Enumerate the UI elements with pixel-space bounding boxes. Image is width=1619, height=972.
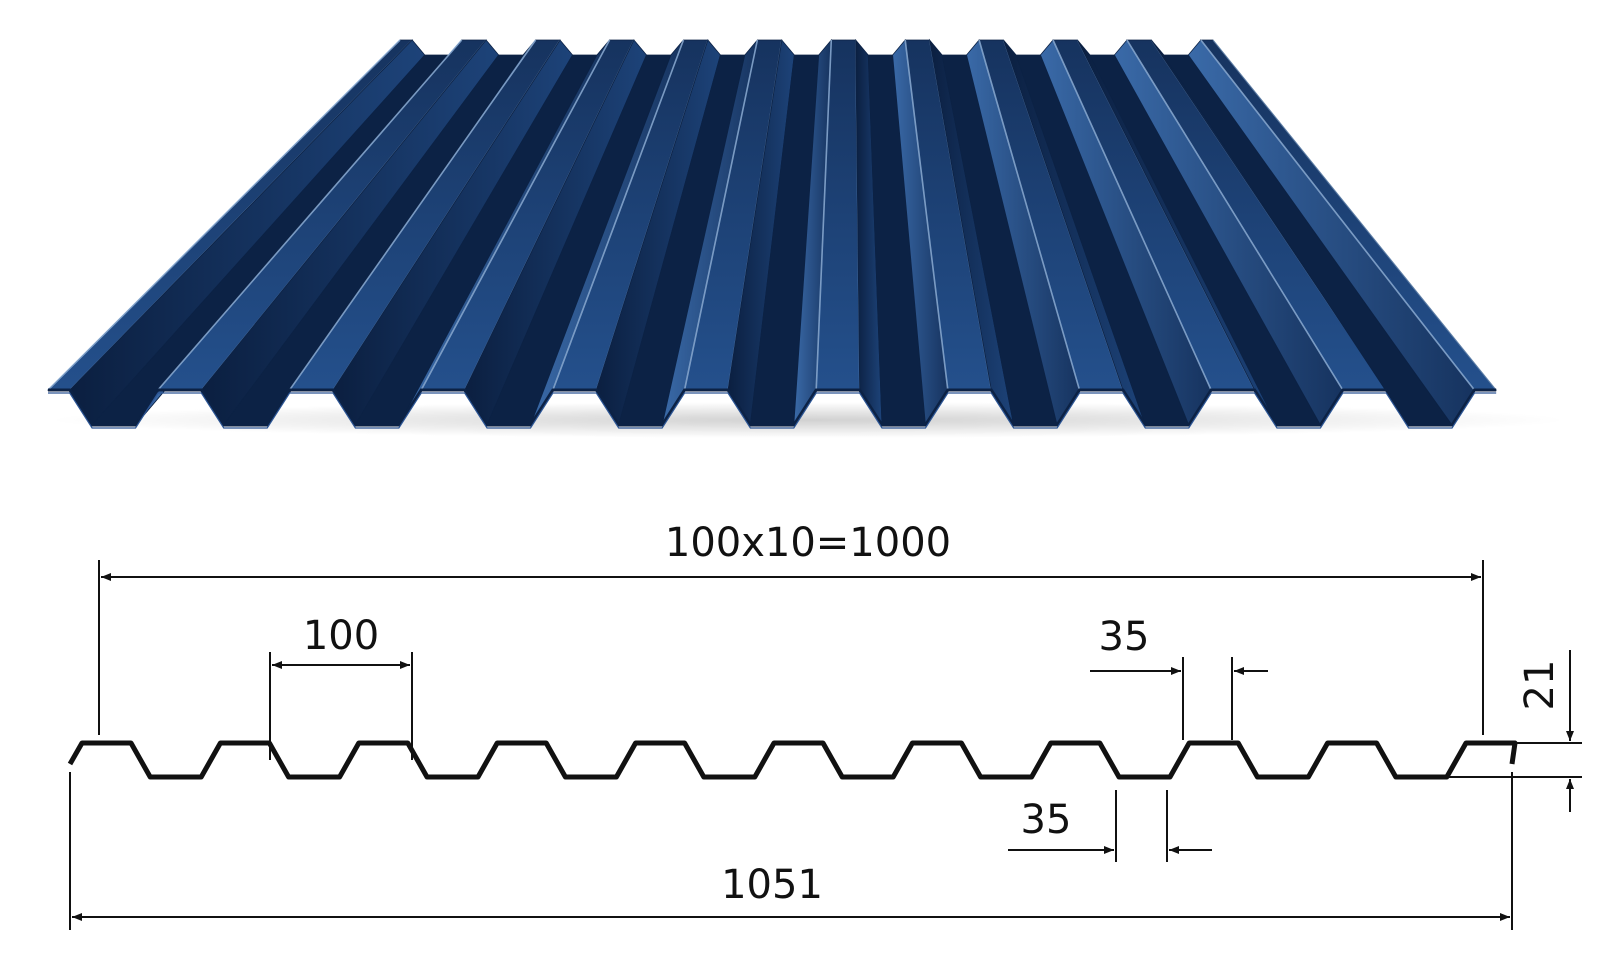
top-flange-label: 35 (1099, 614, 1150, 660)
sheet-ridge-highlight (815, 39, 833, 391)
sheet-ridge-highlight (288, 39, 537, 391)
sheet-ridge-highlight (904, 39, 949, 391)
height-label: 21 (1517, 660, 1563, 711)
pitch-label: 100 (303, 613, 379, 659)
sheet-ridge-highlight (47, 39, 401, 391)
sheet-front-edge (48, 388, 1497, 427)
overall-cover-label: 100x10=1000 (665, 520, 951, 566)
profile-line (67, 740, 1518, 780)
sheet-ridge-highlight (1052, 39, 1212, 391)
dimension-lines: 100x10=1000 100 35 35 21 (69, 520, 1582, 930)
sheet-ridge-highlight (157, 39, 463, 391)
corrugated-sheet-illustration (47, 38, 1568, 438)
sheet-ridge-highlight (1212, 39, 1497, 391)
sheet-ridge-highlight (420, 39, 611, 391)
bottom-flange-label: 35 (1021, 797, 1072, 843)
total-width-label: 1051 (721, 862, 823, 908)
sheet-ridge-highlight (978, 39, 1081, 391)
sheet-ridge-highlight (552, 39, 685, 391)
sheet-front-edge-highlight (48, 392, 1497, 429)
sheet-ridge-highlight (1200, 39, 1476, 391)
profile-cross-section (67, 740, 1518, 780)
sheet-ridge-highlight (683, 39, 759, 391)
sheet-ridge-highlight (1126, 39, 1344, 391)
